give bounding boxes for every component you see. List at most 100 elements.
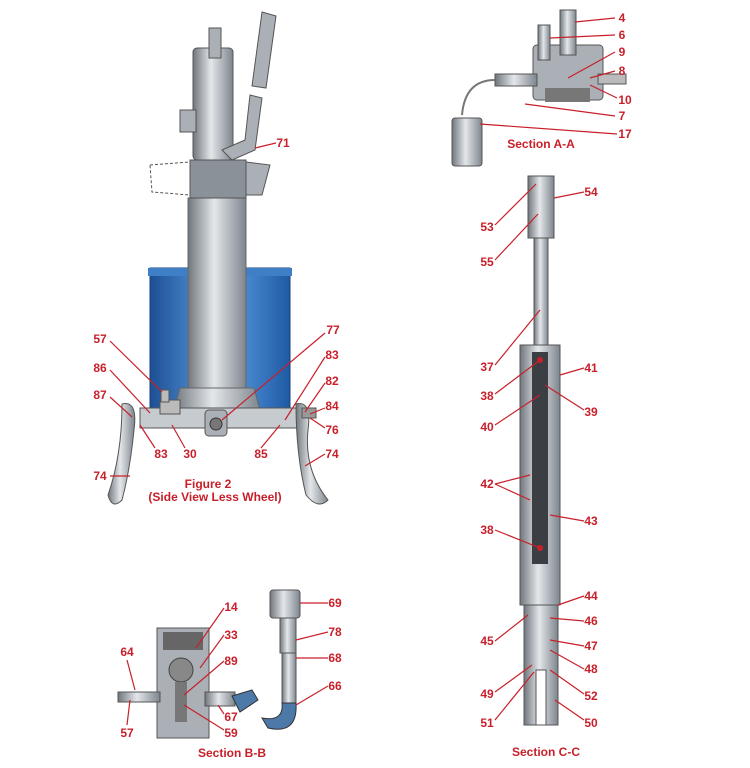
callout-8-section-aa: 8	[618, 64, 626, 78]
callout-33-section-bb: 33	[224, 628, 238, 642]
callout-48-section-cc: 48	[584, 662, 598, 676]
callout-57-figure2: 57	[93, 332, 107, 346]
callout-37-section-cc: 37	[480, 360, 494, 374]
leader-line	[494, 664, 533, 693]
leader-line	[494, 529, 541, 549]
callout-74-figure2: 74	[325, 447, 339, 461]
leader-line	[494, 359, 541, 395]
leader-line	[304, 453, 326, 467]
leader-line	[309, 417, 326, 429]
callout-76-figure2: 76	[325, 423, 339, 437]
leader-line	[304, 382, 326, 413]
section-cc-title: Section C-C	[511, 745, 581, 759]
section-aa-title: Section A-A	[507, 137, 575, 151]
callout-6-section-aa: 6	[618, 28, 626, 42]
leader-line	[567, 51, 616, 79]
callout-78-section-bb: 78	[328, 625, 342, 639]
callout-71-figure2: 71	[276, 136, 290, 150]
leader-line	[109, 340, 163, 393]
callout-54-section-cc: 54	[584, 185, 598, 199]
section-bb-title: Section B-B	[197, 746, 267, 760]
callout-86-figure2: 86	[93, 361, 107, 375]
leader-line	[199, 634, 225, 669]
callout-52-section-cc: 52	[584, 689, 598, 703]
callout-10-section-aa: 10	[618, 93, 632, 107]
leader-line	[549, 649, 585, 670]
leader-line	[494, 213, 539, 261]
leader-line	[221, 332, 326, 421]
leader-line	[589, 84, 618, 99]
callout-9-section-aa: 9	[618, 45, 626, 59]
leader-line	[295, 631, 329, 641]
callout-64-section-bb: 64	[120, 645, 134, 659]
leader-line	[574, 17, 616, 23]
callout-7-section-aa: 7	[618, 109, 626, 123]
leader-line	[553, 191, 585, 199]
leader-line	[494, 474, 531, 485]
leader-line	[557, 595, 585, 606]
callout-84-figure2: 84	[325, 399, 339, 413]
callout-17-section-aa: 17	[618, 127, 632, 141]
leader-line	[549, 514, 585, 522]
leader-line	[494, 309, 541, 366]
callout-41-section-cc: 41	[584, 361, 598, 375]
callout-82-figure2: 82	[325, 374, 339, 388]
leader-line	[544, 384, 585, 411]
callout-47-section-cc: 47	[584, 639, 598, 653]
callout-49-section-cc: 49	[480, 687, 494, 701]
callout-68-section-bb: 68	[328, 651, 342, 665]
leader-line	[171, 424, 186, 449]
callout-83-figure2: 83	[325, 348, 339, 362]
section-cc-drawing	[519, 175, 561, 726]
leader-line	[126, 699, 131, 726]
leader-line	[554, 699, 585, 721]
callout-53-section-cc: 53	[480, 220, 494, 234]
section-aa-drawing	[451, 9, 627, 167]
leader-line	[284, 356, 326, 421]
callout-55-section-cc: 55	[480, 255, 494, 269]
leader-line	[254, 142, 277, 149]
leader-line	[494, 483, 531, 501]
leader-line	[183, 704, 225, 731]
callout-77-figure2: 77	[326, 323, 340, 337]
callout-59-section-bb: 59	[224, 726, 238, 740]
leader-line	[589, 70, 616, 79]
leader-line	[479, 123, 618, 135]
callout-74-figure2: 74	[93, 469, 107, 483]
callout-83-figure2: 83	[154, 447, 168, 461]
callout-46-section-cc: 46	[584, 614, 598, 628]
callout-14-section-bb: 14	[224, 600, 238, 614]
leader-line	[494, 671, 535, 721]
leader-line	[217, 704, 225, 715]
callout-67-section-bb: 67	[224, 710, 238, 724]
callout-69-section-bb: 69	[328, 596, 342, 610]
callout-40-section-cc: 40	[480, 420, 494, 434]
leader-line	[549, 617, 585, 622]
leader-line	[524, 103, 616, 117]
figure-subtitle: (Side View Less Wheel)	[148, 490, 282, 504]
leader-line	[126, 659, 136, 691]
leader-line	[549, 34, 616, 39]
leader-line	[183, 660, 225, 696]
callout-45-section-cc: 45	[480, 634, 494, 648]
callout-38-section-cc: 38	[480, 523, 494, 537]
pump-side-view	[107, 11, 329, 505]
callout-43-section-cc: 43	[584, 514, 598, 528]
leader-line	[260, 424, 281, 449]
callout-44-section-cc: 44	[584, 589, 598, 603]
leader-line	[295, 685, 329, 706]
leader-line	[549, 669, 585, 695]
callout-42-section-cc: 42	[480, 477, 494, 491]
callout-66-section-bb: 66	[328, 679, 342, 693]
callout-30-figure2: 30	[183, 447, 197, 461]
callout-4-section-aa: 4	[618, 11, 626, 25]
leader-line	[549, 639, 585, 647]
callout-89-section-bb: 89	[224, 654, 238, 668]
leader-line	[139, 424, 156, 449]
leader-lines	[109, 17, 618, 731]
callout-38-section-cc: 38	[480, 389, 494, 403]
leader-line	[195, 607, 225, 649]
leader-line	[109, 396, 133, 418]
leader-line	[494, 394, 541, 426]
